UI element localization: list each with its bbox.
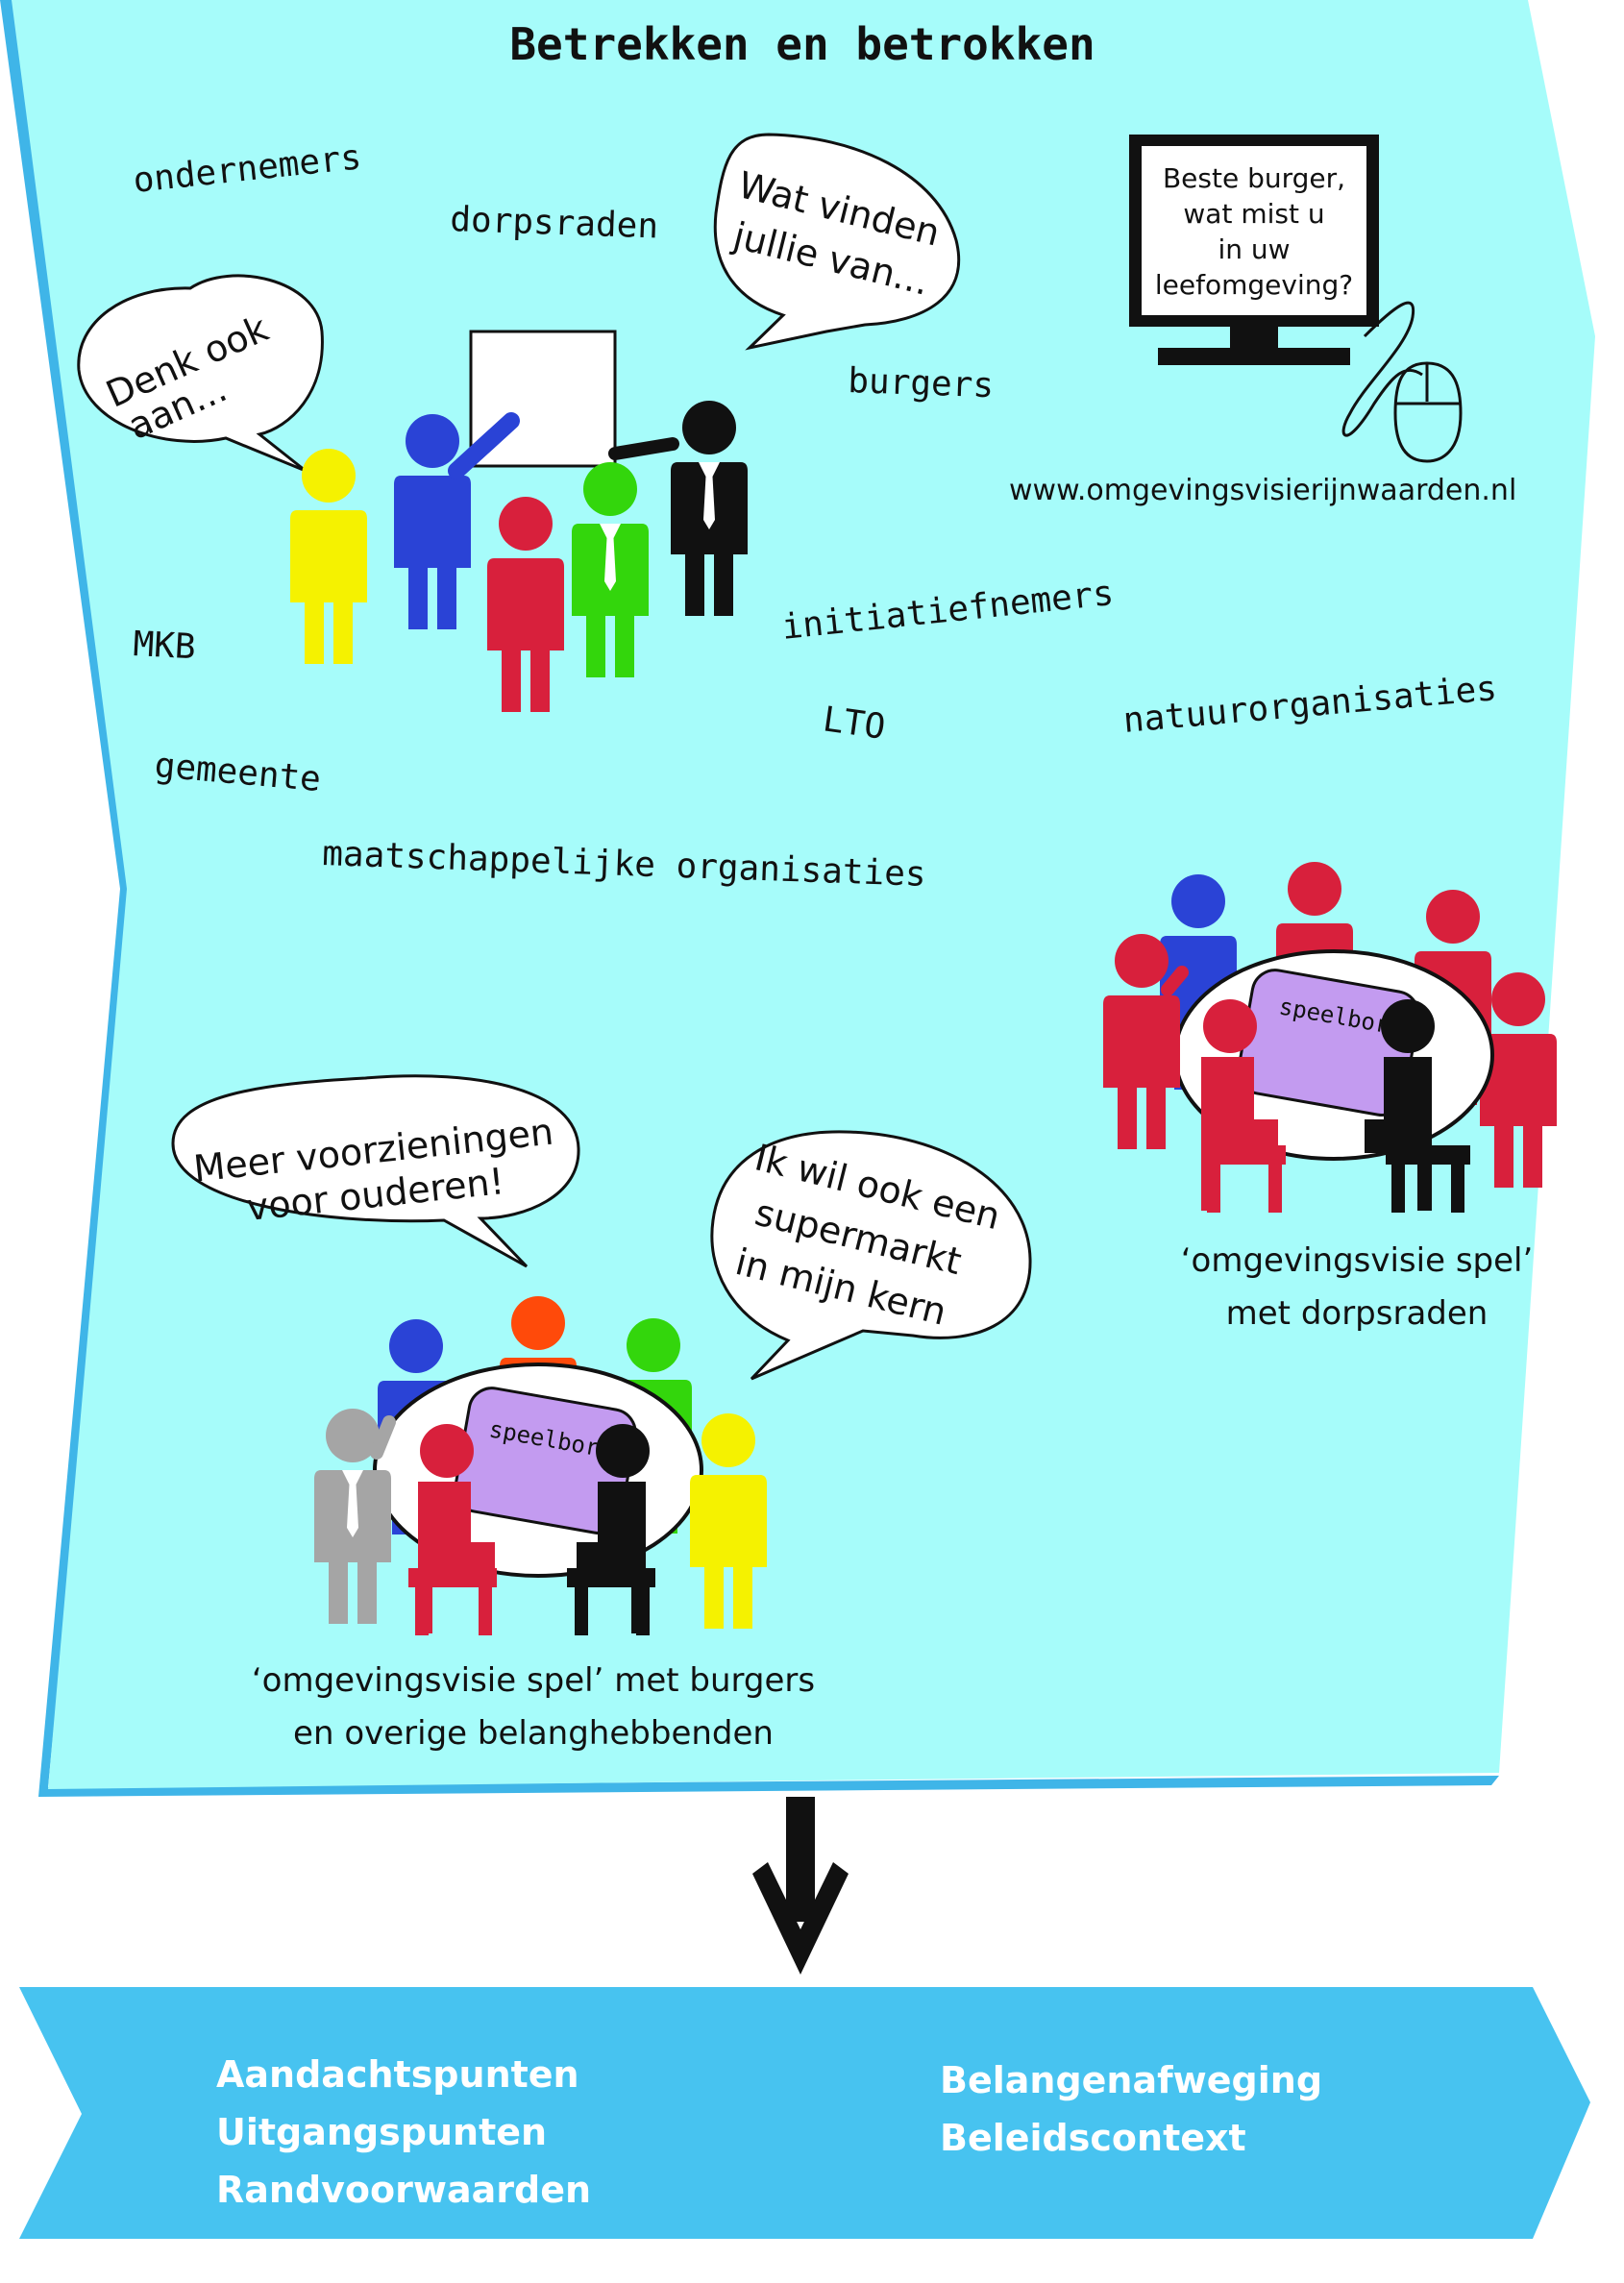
page-title: Betrekken en betrokken bbox=[509, 18, 1095, 70]
label-lto: LTO bbox=[821, 700, 888, 748]
result-right-1: Belangenafweging bbox=[940, 2059, 1322, 2101]
speech-bubble-meer-voorzieningen: Meer voorzieningen voor ouderen! bbox=[171, 1074, 580, 1268]
speech-bubble-wat-vinden: Wat vinden jullie van... bbox=[713, 133, 961, 351]
down-arrow-icon bbox=[752, 1797, 849, 1975]
monitor-line-3: in uw bbox=[1218, 233, 1290, 265]
computer-monitor: Beste burger, wat mist u in uw leefomgev… bbox=[1129, 135, 1379, 365]
caption-burgers-line-1: ‘omgevingsvisie spel’ met burgers bbox=[252, 1661, 815, 1700]
monitor-line-2: wat mist u bbox=[1183, 198, 1324, 230]
speech-bubble-denk-ook: Denk ook aan... bbox=[77, 274, 324, 473]
monitor-line-1: Beste burger, bbox=[1163, 162, 1345, 194]
caption-dorpsraden-line-2: met dorpsraden bbox=[1226, 1294, 1489, 1333]
game-burgers: speelbord bbox=[314, 1296, 767, 1635]
monitor-line-4: leefomgeving? bbox=[1155, 269, 1353, 301]
result-left-2: Uitgangspunten bbox=[216, 2111, 547, 2153]
label-burgers: burgers bbox=[848, 361, 995, 405]
result-left-1: Aandachtspunten bbox=[216, 2053, 579, 2096]
game-dorpsraden: speelbord bbox=[1103, 862, 1557, 1213]
mouse-icon bbox=[1341, 301, 1463, 463]
label-mkb: MKB bbox=[133, 625, 197, 667]
presenter-group bbox=[290, 401, 748, 712]
website-url[interactable]: www.omgevingsvisierijnwaarden.nl bbox=[1009, 474, 1516, 507]
result-band bbox=[19, 1987, 1590, 2239]
label-dorpsraden: dorpsraden bbox=[450, 200, 659, 247]
speech-bubble-supermarkt: Ik wil ook een supermarkt in mijn kern bbox=[710, 1130, 1032, 1381]
result-left-3: Randvoorwaarden bbox=[216, 2169, 591, 2211]
result-right-2: Beleidscontext bbox=[940, 2117, 1246, 2159]
caption-dorpsraden-line-1: ‘omgevingsvisie spel’ bbox=[1181, 1241, 1534, 1280]
caption-burgers-line-2: en overige belanghebbenden bbox=[293, 1714, 774, 1753]
